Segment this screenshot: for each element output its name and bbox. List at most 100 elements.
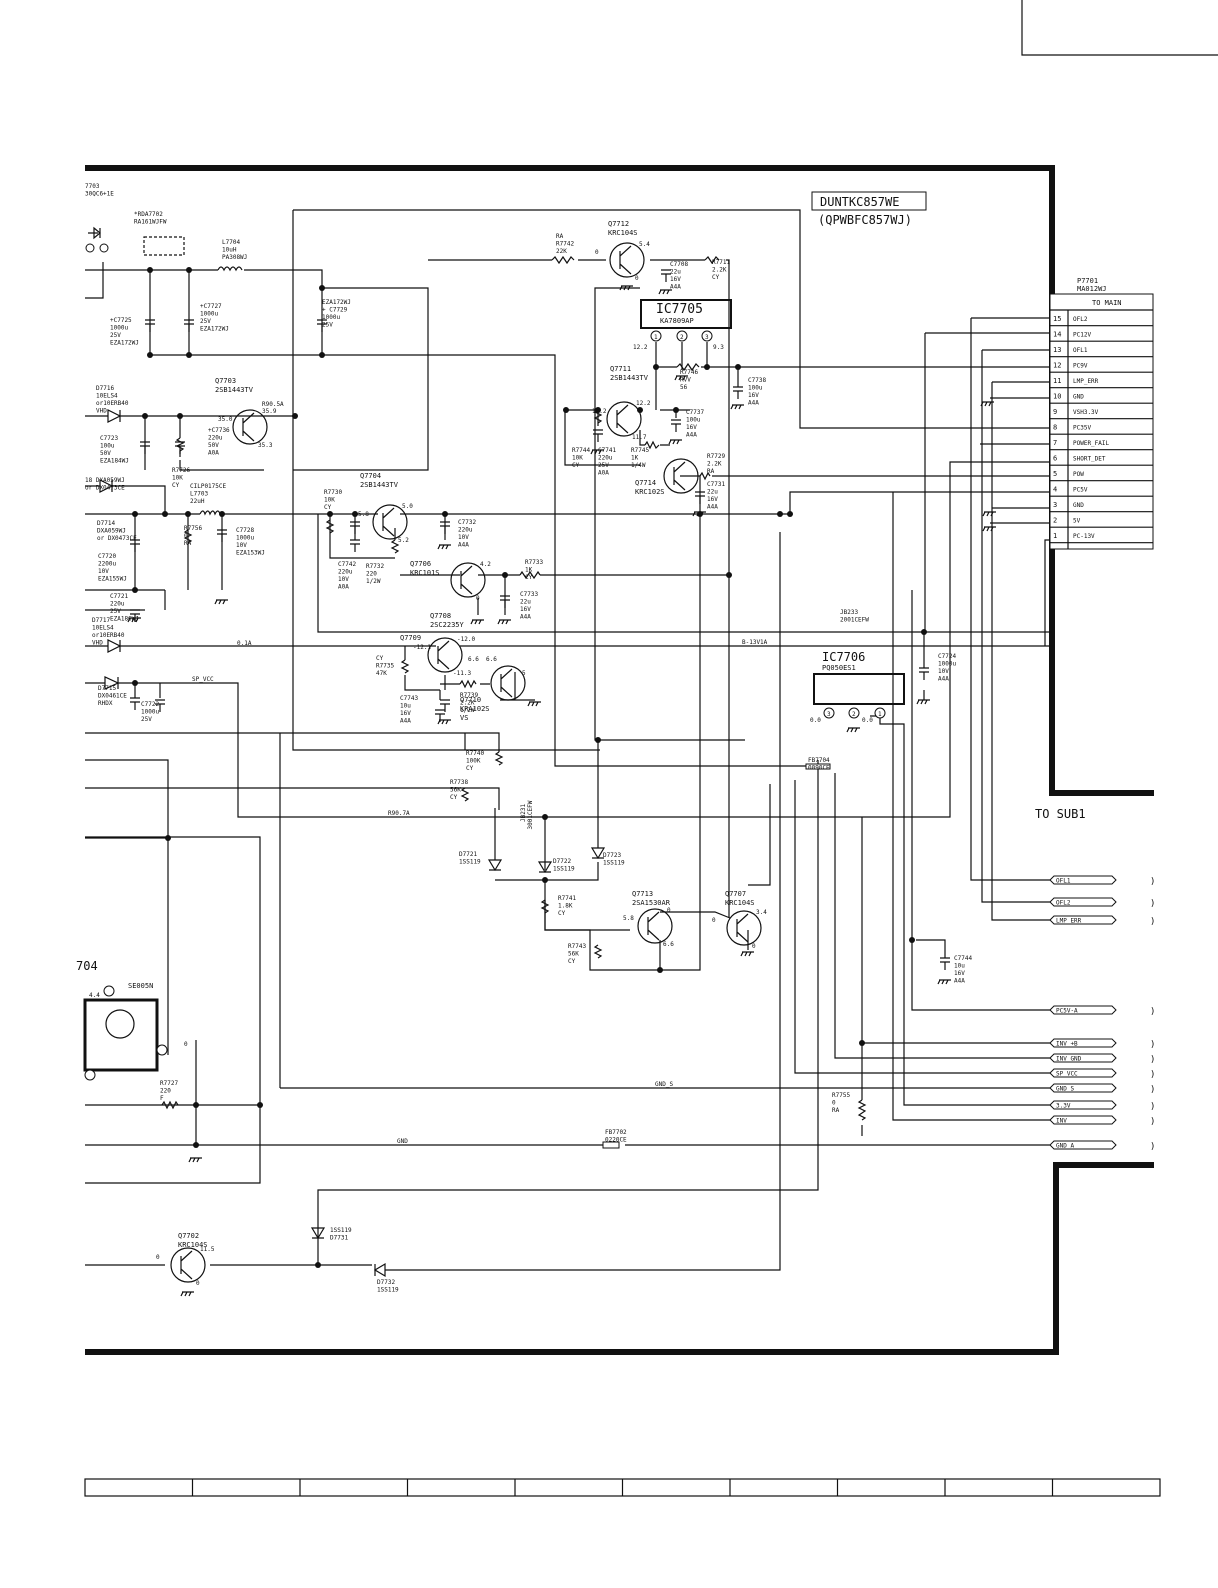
p7701-pin-num: 1 <box>1053 532 1057 540</box>
capacitor <box>440 521 450 534</box>
part-label-r7746: 56 <box>680 384 688 391</box>
junction <box>147 352 153 358</box>
part-label-c7731: C7731 <box>707 481 725 488</box>
sub1-bracket: ) <box>1150 877 1155 887</box>
ground-symbol <box>127 617 141 623</box>
p7701-pin-num: 15 <box>1053 315 1061 323</box>
p7701-heading: TO MAIN <box>1092 299 1122 307</box>
part-label-r7733: R7733 <box>525 559 543 566</box>
sub1-signal: OFL2 <box>1056 900 1071 907</box>
ground-symbol <box>692 511 706 517</box>
part-label-c7741: 25V <box>598 462 609 469</box>
junction <box>193 1102 199 1108</box>
part-label-c7741: A0A <box>598 470 609 477</box>
transistor-v2: 6.6 <box>468 656 479 663</box>
p7701-pin-name: PC12V <box>1073 332 1091 339</box>
transistor-body <box>663 458 699 494</box>
part-label-r7740: 100K <box>466 758 481 765</box>
part-label-c7743: C7743 <box>400 695 418 702</box>
transistor-ref: Q7711 <box>610 365 631 373</box>
part-label-r7742: R7742 <box>556 241 574 248</box>
part-label-c7708: C7708 <box>670 261 688 268</box>
transistor-vb: 0 <box>712 917 716 924</box>
sub1-signal-list: OFL1)OFL2)LMP_ERR)PC5V-A)INV_+B)INV_GND)… <box>1049 875 1155 1152</box>
part-label-r7732: 1/2W <box>366 578 381 585</box>
part-label-d7717: VHD <box>92 640 103 647</box>
part-label-c7736: 220u <box>208 435 223 442</box>
junction <box>147 267 153 273</box>
p7701-pin-num: 14 <box>1053 331 1061 339</box>
junction <box>909 937 915 943</box>
ic7705-pin: 1 <box>654 334 658 341</box>
capacitor <box>593 429 603 442</box>
p7701-pin-name: LMP_ERR <box>1073 378 1099 385</box>
ground-symbol <box>470 619 484 625</box>
transistor-ref: Q7702 <box>178 1232 199 1240</box>
ground-symbol <box>674 375 688 381</box>
part-label-r7742: 22K <box>556 248 567 255</box>
part-label-c7742: C7742 <box>338 561 356 568</box>
part-label-c7731: A4A <box>707 504 718 511</box>
junction <box>327 511 333 517</box>
part-label-d7717: D7717 <box>92 617 110 624</box>
sub1-bracket: ) <box>1150 1085 1155 1095</box>
part-label-r7756: R7756 <box>184 525 202 532</box>
part-label-c7722: 1000u <box>141 709 159 716</box>
part-label-l7703: L7703 <box>190 491 208 498</box>
part-label-r7730: CY <box>324 504 332 511</box>
transistor-ref: Q7709 <box>400 634 421 642</box>
part-label-r7726: CY <box>172 482 180 489</box>
part-label-d7731: 1SS119 <box>330 1227 352 1234</box>
sub1-signal: SP_VCC <box>1056 1071 1078 1078</box>
sub1-signal: INV_GND <box>1056 1056 1082 1063</box>
transistor-vc: 12.2 <box>636 400 651 407</box>
part-label-r7746: RVV <box>680 377 691 384</box>
part-label-c7736: A0A <box>208 450 219 457</box>
transistor-body <box>232 409 268 445</box>
transistor-ref: Q7712 <box>608 220 629 228</box>
part-label-c7722: C7722 <box>141 701 159 708</box>
ic7706-pin: 2 <box>852 711 856 718</box>
p7701-pin-name: PC-13V <box>1073 533 1095 540</box>
transistor-ve: 5.2 <box>398 537 409 544</box>
part-label-d7732: D7732 <box>377 1279 395 1286</box>
part-label-r7733: CY <box>525 574 533 581</box>
capacitor <box>695 491 705 504</box>
part-label-c7725: +C7725 <box>110 317 132 324</box>
part-label-jb231: JB231 <box>520 804 527 822</box>
transistor-suffix: VS <box>460 714 468 722</box>
part-label-r7741: CY <box>558 910 566 917</box>
ic7706-body <box>813 673 905 705</box>
part-label-r7711: R7711 <box>712 259 730 266</box>
junction <box>186 267 192 273</box>
part-label-c7738: 16V <box>748 392 759 399</box>
ground-symbol <box>740 951 754 957</box>
part-label-r7726: R7726 <box>172 467 190 474</box>
transistor-part: KRC101S <box>410 569 440 577</box>
transistor-labels: Q7712KRC104S05.40Q77112SB1443TV12.212.21… <box>156 220 767 1287</box>
part-label-c7738: 100u <box>748 385 763 392</box>
transistor-body <box>726 910 762 946</box>
part-label-c7737: A4A <box>686 432 697 439</box>
part-label-d7714: D7714 <box>97 520 115 527</box>
p7701-pin-num: 11 <box>1053 377 1061 385</box>
sub1-signal: LMP_ERR <box>1056 918 1082 925</box>
junction-dots <box>132 267 927 1268</box>
sub1-bracket: ) <box>1150 1055 1155 1065</box>
part-label-c7723: EZA184WJ <box>100 458 129 465</box>
part-label-c7743: A4A <box>400 718 411 725</box>
p7701-pin-num: 8 <box>1053 424 1057 432</box>
junction <box>257 1102 263 1108</box>
part-label-l7704: L7704 <box>222 239 240 246</box>
part-label-d7716: 10ELS4 <box>96 393 118 400</box>
junction <box>162 511 168 517</box>
part-label-c7708: A4A <box>670 284 681 291</box>
part-label-c7744: 16V <box>954 970 965 977</box>
p7701-pin-name: OFL1 <box>1073 347 1088 354</box>
part-label-r7740: CY <box>466 765 474 772</box>
part-label-c7737: 100u <box>686 417 701 424</box>
net-01a: 0.1A <box>237 640 252 647</box>
ground-symbol <box>846 727 860 733</box>
junction <box>704 364 710 370</box>
part-label-c7737: 16V <box>686 424 697 431</box>
